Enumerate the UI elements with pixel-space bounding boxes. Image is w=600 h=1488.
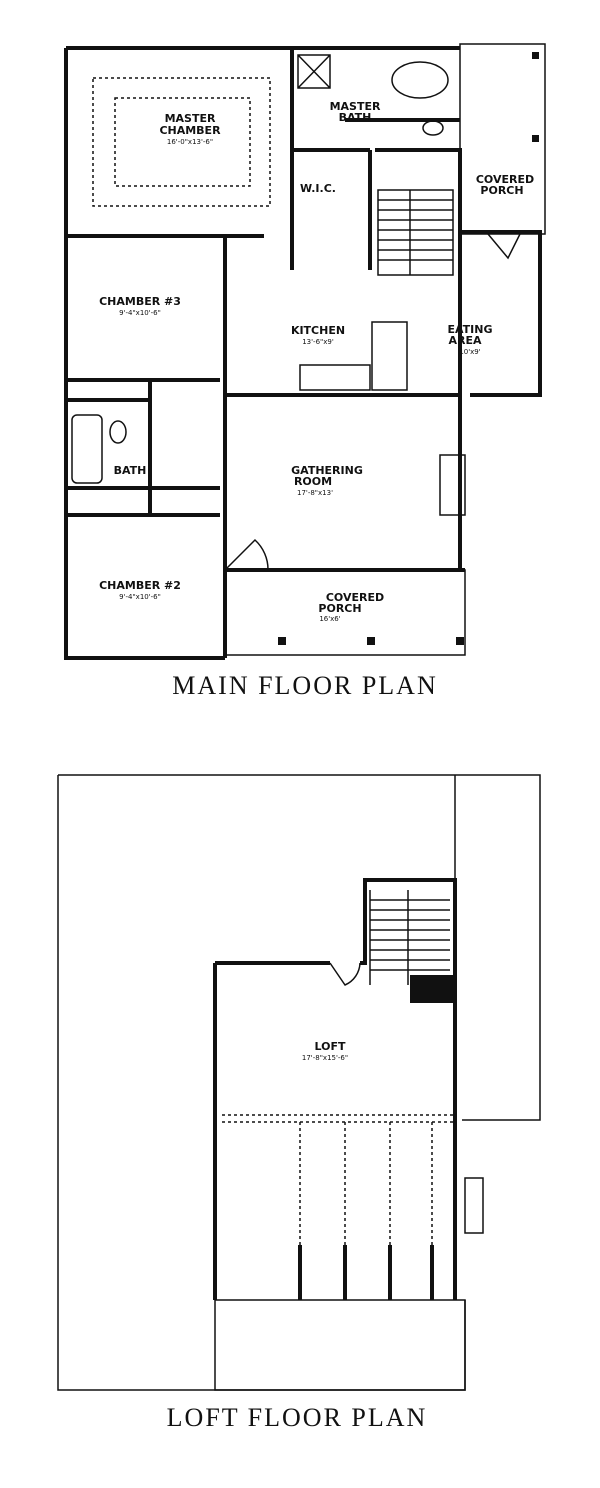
tray-ceiling-inner — [114, 97, 251, 187]
front-porch-label-2: PORCH — [318, 602, 361, 615]
bath-label: BATH — [114, 464, 147, 477]
front-porch-size: 16'x6' — [319, 615, 340, 623]
loft-floor-plan: LOFT 17'-8"x15'-6" LOFT FLOOR PLAN — [57, 774, 541, 1432]
loft-label: LOFT — [315, 1040, 346, 1053]
kitchen-island — [371, 321, 408, 391]
toilet-icon — [422, 120, 444, 136]
chamber-3-label: CHAMBER #3 — [99, 295, 181, 308]
porch-posts — [278, 52, 539, 645]
master-chamber-label-2: CHAMBER — [159, 124, 221, 137]
tray-ceiling-outer — [92, 77, 271, 207]
rear-porch-outline — [459, 43, 546, 235]
chamber-2-label: CHAMBER #2 — [99, 579, 181, 592]
eating-area-size: 10'x9' — [459, 348, 480, 356]
kitchen-size: 13'-6"x9' — [302, 338, 334, 346]
bath-tub-icon — [71, 414, 103, 484]
fireplace — [439, 454, 466, 516]
kitchen-counter — [299, 364, 371, 391]
chimney — [464, 1177, 484, 1234]
shower-icon — [297, 54, 331, 89]
eating-area-label: EATING — [447, 323, 492, 336]
master-bath-label: MASTER — [330, 100, 381, 113]
rear-porch-label: COVERED — [476, 173, 534, 186]
gathering-room-size: 17'-8"x13' — [297, 489, 333, 497]
master-bath-label-2: BATH — [339, 111, 372, 124]
bathtub-icon — [391, 61, 449, 99]
chamber-2-size: 9'-4"x10'-6" — [119, 593, 161, 601]
main-floor-caption: MAIN FLOOR PLAN — [172, 671, 437, 700]
dormer-walls — [298, 1245, 434, 1300]
rear-door — [487, 233, 521, 260]
loft-roof-edge — [214, 1299, 466, 1391]
gathering-room-label: GATHERING — [291, 464, 363, 477]
bath-walls — [66, 378, 220, 517]
loft-floor-caption: LOFT FLOOR PLAN — [167, 1403, 428, 1432]
rear-porch-label-2: PORCH — [480, 184, 523, 197]
chamber-3-size: 9'-4"x10'-6" — [119, 309, 161, 317]
loft-stairs — [369, 890, 454, 1003]
eating-area-label-2: AREA — [448, 334, 481, 347]
wic-label: W.I.C. — [300, 182, 336, 195]
stairs — [377, 189, 454, 276]
loft-door — [329, 962, 361, 986]
gathering-room-label-2: ROOM — [294, 475, 332, 488]
kitchen-label: KITCHEN — [291, 324, 345, 337]
loft-walls — [213, 878, 457, 1300]
master-chamber-size: 16'-0"x13'-6" — [167, 138, 213, 146]
exterior-walls — [64, 46, 542, 660]
master-chamber-label: MASTER — [165, 112, 216, 125]
dormer-lines — [222, 1114, 455, 1300]
bath-toilet-icon — [109, 420, 127, 444]
main-floor-plan: MASTER CHAMBER 16'-0"x13'-6" MASTER BATH… — [64, 43, 546, 700]
interior-walls — [290, 48, 462, 270]
loft-size: 17'-8"x15'-6" — [302, 1054, 348, 1062]
front-door — [224, 538, 269, 571]
front-porch-label: COVERED — [326, 591, 384, 604]
